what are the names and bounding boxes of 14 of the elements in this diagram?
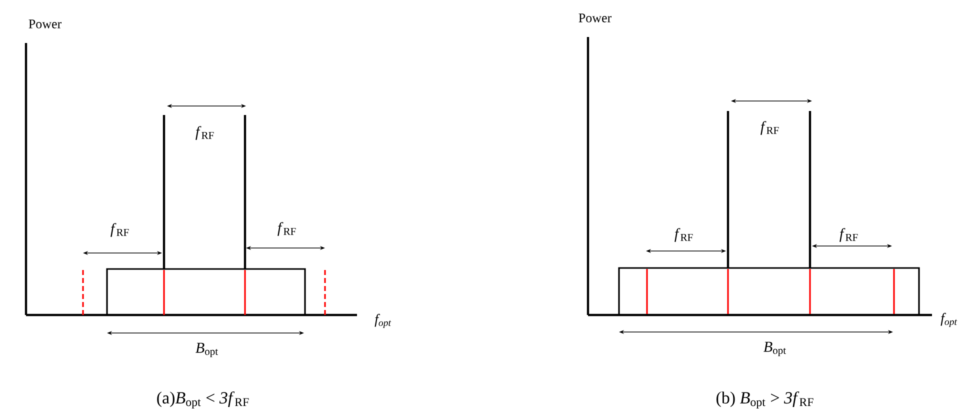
dimension-label: f$_{RF}$ [110,223,129,237]
dimension-label: B$_{opt}$ [196,342,218,358]
dimension-label: f$_{RF}$ [674,228,693,242]
axis-label: f$_{opt}$ [940,312,958,328]
panel-caption: (a)B$_{opt}$ < 3f$_{RF}$ [157,391,249,409]
dimension-label: B$_{opt}$ [764,342,786,356]
dimension-label: f$_{RF}$ [196,126,214,140]
axis-label: Power [28,20,62,28]
panel-caption: (b) B$_{opt}$ > 3f$_{RF}$ [716,391,814,409]
dimension-label: f$_{RF}$ [760,121,779,135]
axis-label: Power [578,14,612,22]
dimension-label: f$_{RF}$ [840,228,858,242]
axis-label: f$_{opt}$ [374,314,392,328]
dimension-label: f$_{RF}$ [278,222,296,236]
